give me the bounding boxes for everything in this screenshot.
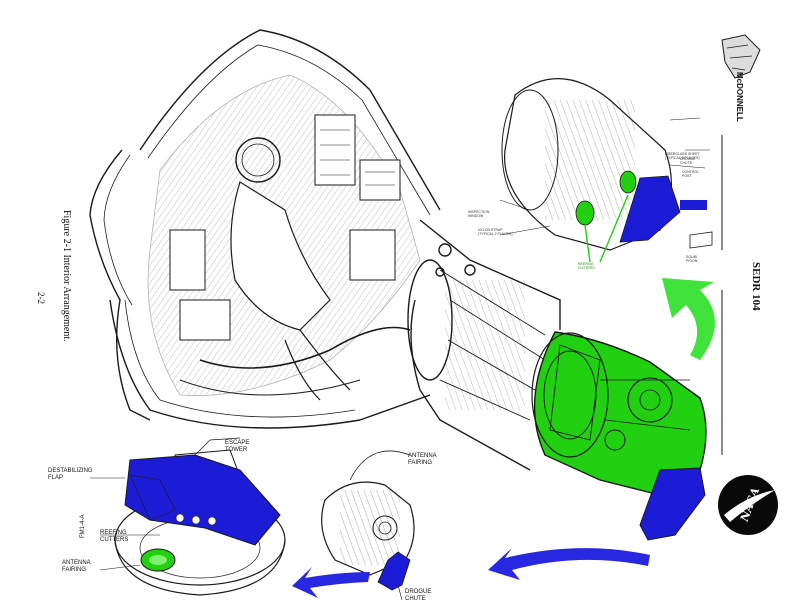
inset-label-drogue-chute: DROGUE CHUTE <box>680 157 696 165</box>
page-number: 2-2 <box>36 292 46 304</box>
label-reefing-cutters: REEFING CUTTERS <box>100 530 129 543</box>
inset-label-control-post: CONTROL POST <box>682 170 700 178</box>
document-id: SEDR 104 <box>750 262 762 311</box>
mcdonnell-logo-mark <box>721 34 761 79</box>
label-antenna-fairing-left: ANTENNA FAIRING <box>62 560 91 573</box>
cylinder-section <box>407 219 561 471</box>
label-drogue-chute: DROGUE CHUTE <box>405 589 432 602</box>
escape-tower-detail <box>90 437 286 596</box>
company-name: McDONNELL <box>735 72 744 122</box>
label-antenna-fairing-center: ANTENNA FAIRING <box>408 453 437 466</box>
inset-label-inspection-window: INSPECTION WINDOW <box>468 210 490 218</box>
label-destabilizing-flap: DESTABILIZING FLAP <box>48 468 93 481</box>
capsule-interior <box>147 74 421 401</box>
inset-label-nylon-strap: NYLON STRAP (TYPICAL 2 PLACES) <box>478 228 513 236</box>
blue-flap-main <box>639 467 706 541</box>
figure-caption: Figure 2-1 Interior Arrangement. <box>61 210 72 342</box>
blue-arrow-left <box>292 567 370 598</box>
capsule-cone <box>89 29 441 429</box>
drogue-canister-detail <box>321 450 415 601</box>
label-escape-tower: ESCAPE TOWER <box>225 440 250 453</box>
label-figure-code: FM1-4-A <box>80 514 86 538</box>
inset-label-fiberglass-sheet: FIBERGLASS SHEET (TYPICAL 8 PLACES) <box>665 152 700 160</box>
green-canister <box>531 331 707 496</box>
inset-label-squib-pigon: SQUIB PIGON <box>686 255 698 263</box>
inset-canister <box>499 78 713 263</box>
green-curved-arrow <box>662 278 715 360</box>
nasa-logo-chevron <box>724 490 775 522</box>
inset-label-reefing-cutters: REEFING CUTTERS <box>578 262 595 270</box>
blue-arrow-right <box>488 548 650 580</box>
